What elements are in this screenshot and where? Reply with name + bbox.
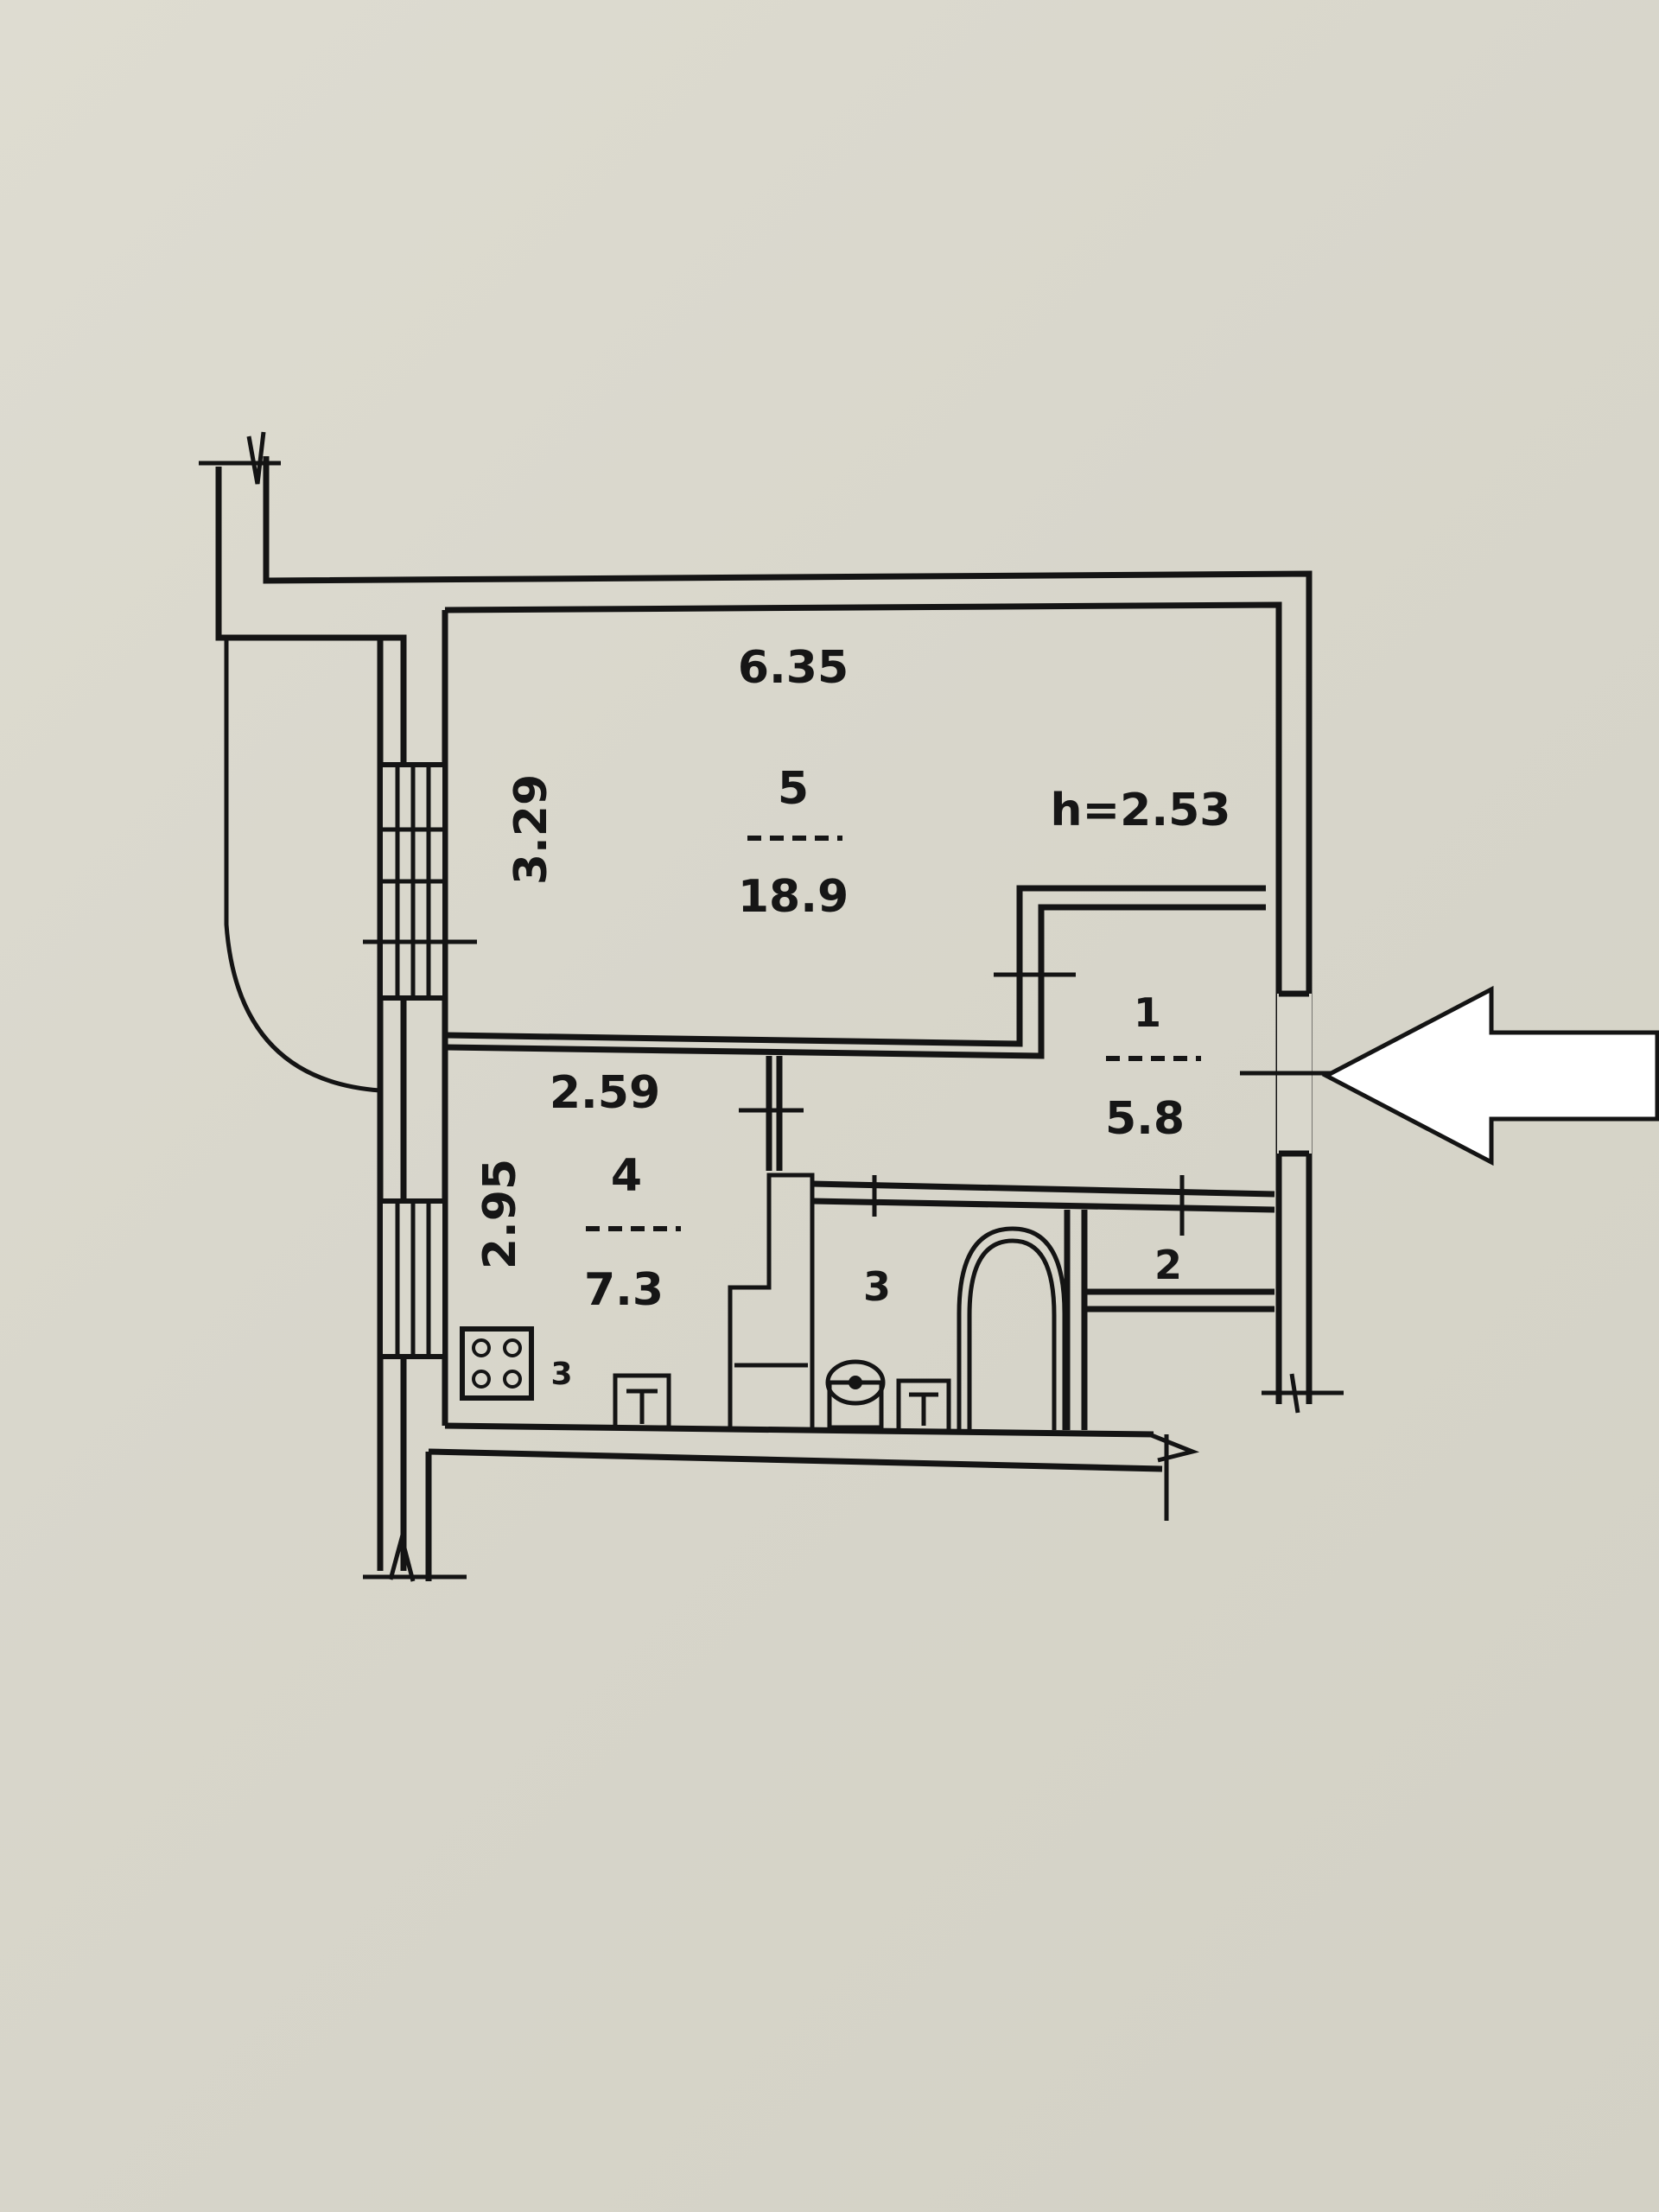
- room-5-width: 6.35: [738, 642, 849, 694]
- room-4-area: 7.3: [584, 1264, 664, 1316]
- room-1-area: 5.8: [1105, 1093, 1185, 1145]
- sink-icon-bathroom: [896, 1378, 951, 1433]
- room-5-area: 18.9: [738, 871, 849, 923]
- entrance-door: [1240, 990, 1335, 1157]
- stove-label: 3: [550, 1357, 572, 1392]
- toilet-icon: [825, 1359, 886, 1430]
- window-west-bottom: [378, 1198, 448, 1359]
- room-4-width: 2.59: [550, 1067, 660, 1119]
- room-5-length: 3.29: [505, 774, 557, 885]
- outer-walls: [199, 431, 1344, 1582]
- room-3-number: 3: [863, 1263, 891, 1310]
- bathroom-fixtures: [728, 1173, 1067, 1433]
- room-1-number: 1: [1134, 989, 1161, 1036]
- stove-icon: [460, 1326, 534, 1401]
- room-4-length: 2.95: [474, 1159, 526, 1269]
- window-west-top: [363, 762, 477, 1001]
- room-4-number: 4: [611, 1150, 642, 1202]
- room-2-number: 2: [1154, 1242, 1182, 1288]
- room-5-number: 5: [778, 763, 809, 815]
- ceiling-height: h=2.53: [1051, 785, 1231, 836]
- sink-icon-kitchen: [613, 1373, 671, 1430]
- interior-walls: [444, 885, 1275, 1430]
- balcony-outline: [224, 638, 381, 1093]
- entrance-arrow-icon: [1321, 985, 1659, 1166]
